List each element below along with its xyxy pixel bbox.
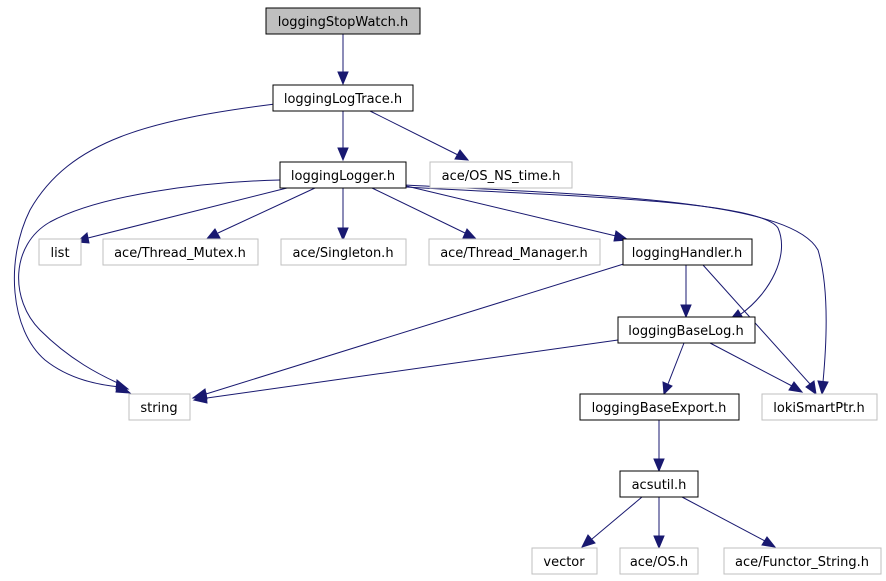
node-stopwatch[interactable]: loggingStopWatch.h: [265, 7, 421, 35]
node-label: ace/OS_NS_time.h: [442, 169, 561, 184]
edge-arrowhead: [337, 71, 349, 86]
edge-arrowhead: [805, 380, 817, 396]
node-ace-os[interactable]: ace/OS.h: [619, 547, 699, 575]
node-label: string: [140, 401, 177, 416]
edge-arrowhead: [680, 304, 692, 319]
node-list[interactable]: list: [38, 238, 82, 266]
edge-logtrace-string: [13, 103, 276, 388]
node-baselog[interactable]: loggingBaseLog.h: [617, 316, 756, 344]
edge-baselog-baseexport: [667, 342, 685, 385]
node-label: vector: [543, 555, 585, 570]
node-label: lokiSmartPtr.h: [773, 401, 865, 416]
edges: [13, 34, 829, 550]
edge-logger-thread-mutex: [217, 187, 316, 234]
node-thread-manager[interactable]: ace/Thread_Manager.h: [428, 238, 601, 266]
edge-arrowhead: [788, 381, 804, 393]
edge-logger-string: [18, 179, 281, 385]
edge-arrowhead: [337, 227, 349, 242]
node-baseexport[interactable]: loggingBaseExport.h: [579, 393, 740, 421]
node-label: ace/OS.h: [630, 555, 688, 570]
edge-acsutil-functor-string: [681, 496, 766, 542]
edge-arrowhead: [761, 536, 777, 548]
node-logtrace[interactable]: loggingLogTrace.h: [272, 84, 414, 112]
node-label: loggingHandler.h: [632, 246, 743, 261]
node-string[interactable]: string: [128, 393, 191, 421]
edge-arrowhead: [662, 381, 673, 396]
edge-arrowhead: [653, 458, 665, 473]
node-label: loggingLogger.h: [291, 169, 395, 184]
node-acsutil[interactable]: acsutil.h: [619, 470, 699, 498]
node-label: ace/Thread_Manager.h: [440, 246, 588, 261]
node-singleton[interactable]: ace/Singleton.h: [280, 238, 407, 266]
node-label: acsutil.h: [632, 478, 687, 493]
node-label: loggingStopWatch.h: [278, 15, 409, 30]
node-label: ace/Functor_String.h: [735, 555, 869, 570]
edge-baselog-string: [206, 339, 619, 399]
node-thread-mutex[interactable]: ace/Thread_Mutex.h: [102, 238, 259, 266]
edge-handler-string: [205, 261, 631, 395]
edge-acsutil-vector: [591, 496, 643, 540]
edge-arrowhead: [337, 147, 349, 162]
node-label: loggingLogTrace.h: [284, 92, 402, 107]
node-functor-string[interactable]: ace/Functor_String.h: [723, 547, 882, 575]
edge-logtrace-os-ns-time: [369, 110, 459, 156]
edge-arrowhead: [581, 534, 596, 548]
edge-arrowhead: [204, 228, 221, 241]
edge-arrowhead: [115, 379, 130, 390]
node-label: loggingBaseExport.h: [592, 401, 727, 416]
edge-logger-list: [87, 187, 288, 239]
node-label: ace/Singleton.h: [292, 246, 393, 261]
node-label: list: [50, 246, 69, 261]
node-os-ns-time[interactable]: ace/OS_NS_time.h: [429, 161, 573, 189]
node-label: ace/Thread_Mutex.h: [114, 246, 246, 261]
edge-arrowhead: [192, 392, 208, 404]
edge-logger-lokismartptr: [404, 184, 827, 383]
edge-arrowhead: [454, 149, 470, 161]
node-logger[interactable]: loggingLogger.h: [279, 161, 407, 189]
edge-baselog-lokismartptr: [709, 342, 793, 387]
node-lokismartptr[interactable]: lokiSmartPtr.h: [761, 393, 878, 421]
edge-arrowhead: [817, 380, 829, 396]
edge-arrowhead: [653, 535, 665, 550]
node-label: loggingBaseLog.h: [628, 324, 743, 339]
edge-arrowhead: [462, 228, 479, 241]
node-handler[interactable]: loggingHandler.h: [622, 238, 753, 266]
edge-handler-lokismartptr: [702, 264, 811, 385]
edge-logger-thread-manager: [371, 187, 466, 234]
node-vector[interactable]: vector: [531, 547, 598, 575]
edge-logger-handler: [401, 184, 617, 237]
